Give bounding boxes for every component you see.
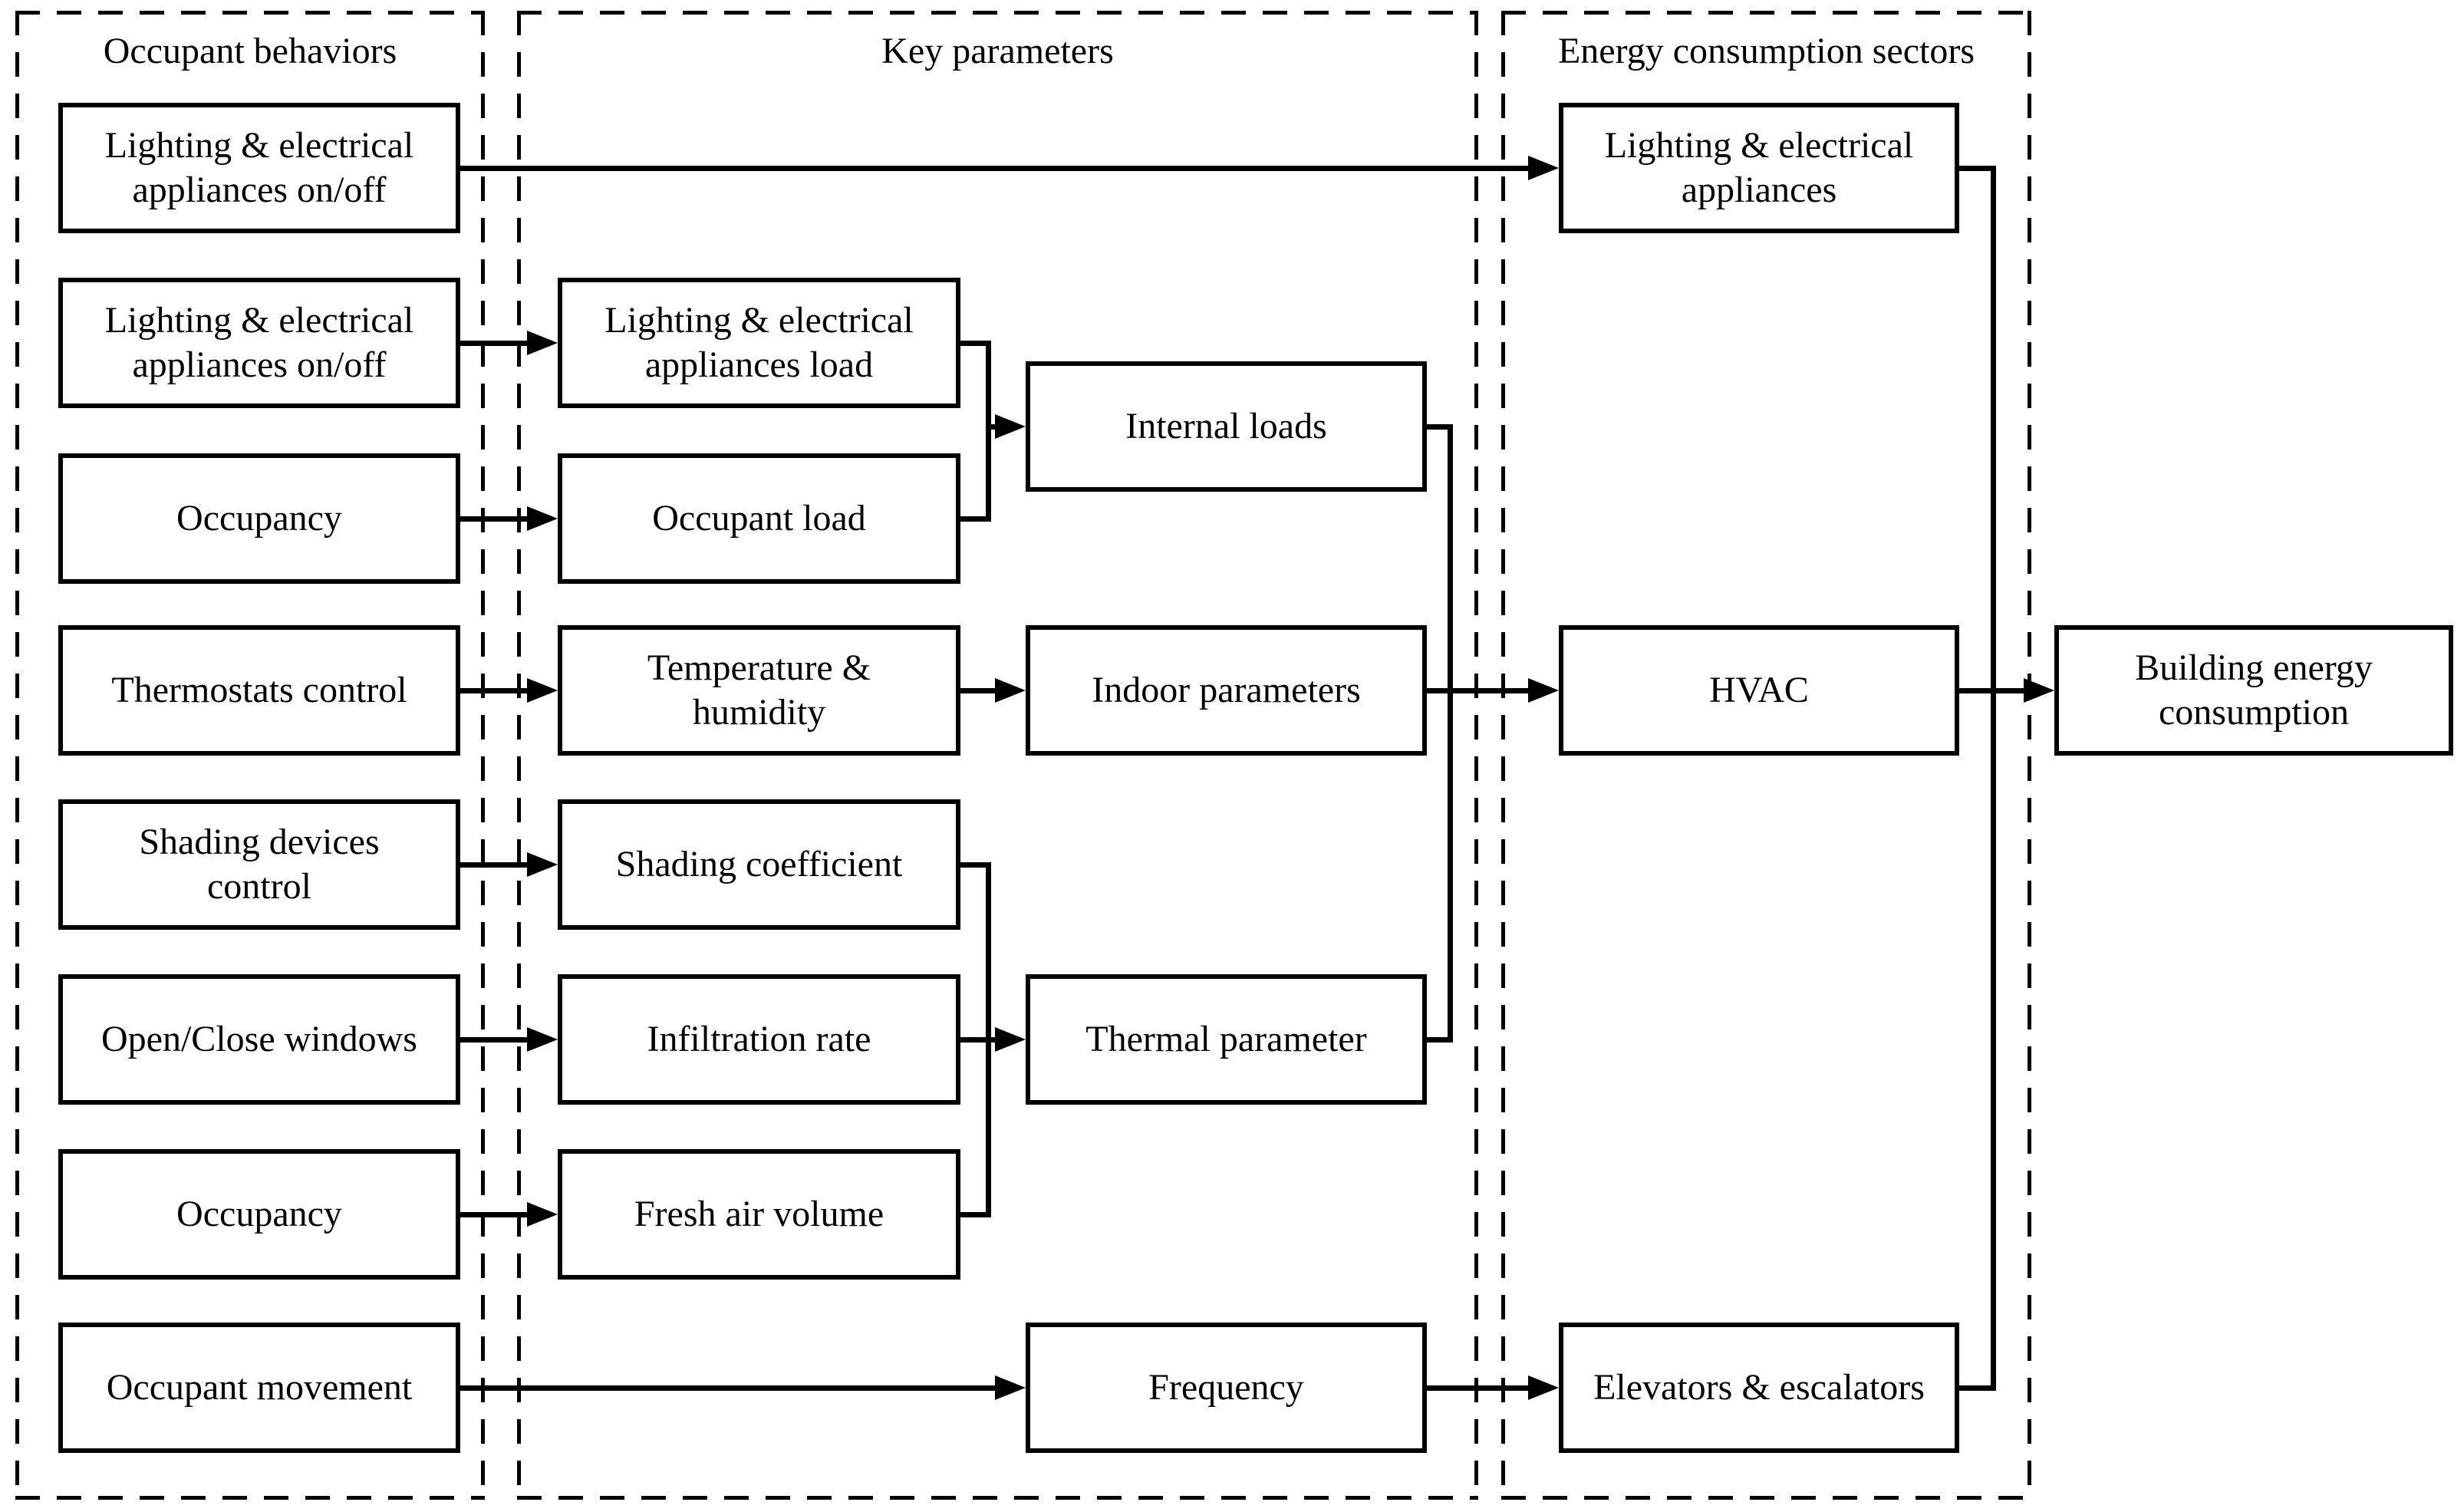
arrowhead — [527, 331, 558, 355]
box-hvac: HVAC — [1559, 625, 1959, 756]
arrowhead — [527, 852, 558, 877]
box-shading-coefficient: Shading coefficient — [558, 799, 960, 930]
arrowhead — [1528, 678, 1559, 703]
dashed-border-edge — [15, 11, 19, 1500]
arrowhead — [1528, 156, 1559, 180]
connector-line — [986, 424, 998, 430]
arrowhead — [2024, 678, 2054, 703]
box-occupancy-1: Occupancy — [58, 453, 460, 584]
connector-line — [460, 166, 1531, 171]
connector-line — [1959, 166, 1996, 171]
arrowhead — [995, 678, 1026, 703]
box-occupancy-2: Occupancy — [58, 1149, 460, 1280]
box-lighting-appliances-load: Lighting & electrical appliances load — [558, 278, 960, 408]
connector-line — [960, 516, 991, 522]
connector-line — [1448, 424, 1453, 1043]
section-title-key-parameters: Key parameters — [881, 31, 1114, 71]
connector-line — [986, 341, 991, 522]
box-occupant-movement: Occupant movement — [58, 1323, 460, 1453]
connector-line — [960, 862, 991, 868]
dashed-border-edge — [1501, 11, 2031, 15]
connector-line — [960, 341, 991, 346]
dashed-border-edge — [15, 1496, 485, 1500]
box-elevators-escalators: Elevators & escalators — [1559, 1323, 1959, 1453]
box-thermal-parameter: Thermal parameter — [1026, 974, 1427, 1105]
box-indoor-parameters: Indoor parameters — [1026, 625, 1427, 756]
connector-line — [1959, 688, 2027, 693]
connector-line — [1427, 1385, 1531, 1391]
dashed-border-edge — [517, 1496, 1478, 1500]
connector-line — [460, 1212, 530, 1217]
box-lighting-appliances-sector: Lighting & electrical appliances — [1559, 103, 1959, 233]
connector-line — [460, 341, 530, 346]
section-title-occupant-behaviors: Occupant behaviors — [103, 31, 397, 71]
box-internal-loads: Internal loads — [1026, 361, 1427, 492]
connector-line — [1991, 166, 1996, 1391]
box-building-energy-consumption: Building energy consumption — [2054, 625, 2453, 756]
arrowhead — [995, 1027, 1026, 1052]
connector-line — [460, 1037, 530, 1043]
arrowhead — [527, 1202, 558, 1227]
arrowhead — [527, 678, 558, 703]
box-fresh-air-volume: Fresh air volume — [558, 1149, 960, 1280]
section-title-energy-sectors: Energy consumption sectors — [1557, 31, 1975, 71]
box-shading-devices-control: Shading devices control — [58, 799, 460, 930]
dashed-border-edge — [1501, 1496, 2031, 1500]
connector-line — [460, 688, 530, 693]
arrowhead — [995, 1375, 1026, 1400]
connector-line — [460, 1385, 998, 1391]
dashed-border-edge — [1474, 11, 1478, 1500]
connector-line — [960, 1037, 998, 1043]
box-temperature-humidity: Temperature & humidity — [558, 625, 960, 756]
dashed-border-edge — [517, 11, 1478, 15]
arrowhead — [527, 1027, 558, 1052]
box-lighting-appliances-onoff-2: Lighting & electrical appliances on/off — [58, 278, 460, 408]
dashed-border-edge — [481, 11, 485, 1500]
box-infiltration-rate: Infiltration rate — [558, 974, 960, 1105]
box-thermostats-control: Thermostats control — [58, 625, 460, 756]
box-frequency: Frequency — [1026, 1323, 1427, 1453]
connector-line — [460, 516, 530, 522]
box-open-close-windows: Open/Close windows — [58, 974, 460, 1105]
dashed-border-edge — [1501, 11, 1505, 1500]
box-lighting-appliances-onoff-1: Lighting & electrical appliances on/off — [58, 103, 460, 233]
dashed-border-edge — [2028, 11, 2031, 1500]
arrowhead — [1528, 1375, 1559, 1400]
box-occupant-load: Occupant load — [558, 453, 960, 584]
connector-line — [1427, 1037, 1453, 1043]
connector-line — [460, 862, 530, 868]
connector-line — [960, 1212, 991, 1217]
connector-line — [1427, 424, 1453, 430]
connector-line — [960, 688, 998, 693]
arrowhead — [995, 414, 1026, 439]
connector-line — [1427, 688, 1531, 693]
dashed-border-edge — [517, 11, 521, 1500]
connector-line — [1959, 1385, 1996, 1391]
arrowhead — [527, 506, 558, 531]
dashed-border-edge — [15, 11, 485, 15]
